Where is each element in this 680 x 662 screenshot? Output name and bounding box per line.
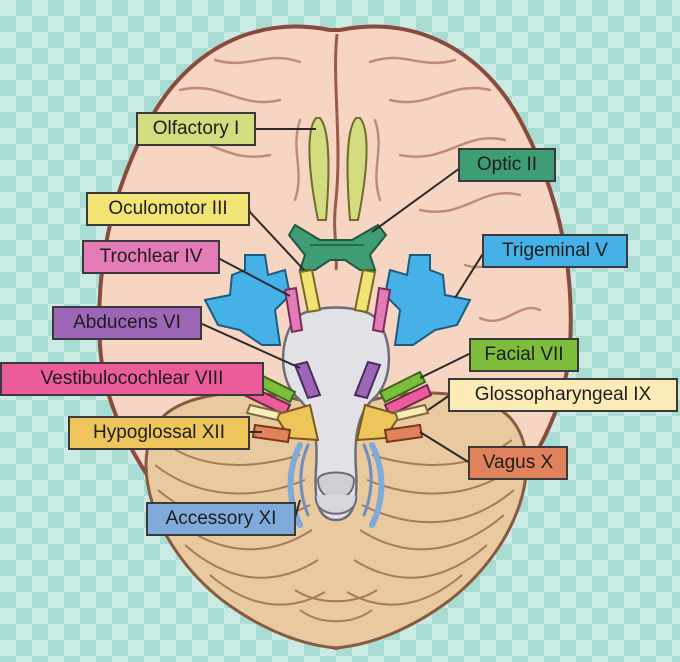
trigeminal-right (383, 254, 472, 346)
oculomotor-left (298, 268, 322, 314)
accessory-left-inner (299, 443, 310, 517)
trigeminal-left (203, 254, 292, 346)
accessory-right-inner (362, 443, 373, 517)
oculomotor-right (353, 268, 377, 314)
label-accessory: Accessory XI (146, 502, 296, 536)
label-hypoglossal: Hypoglossal XII (68, 416, 250, 450)
medulla-oval (316, 471, 356, 500)
olfactory-bulb-left (308, 117, 330, 221)
olfactory-bulb-right (346, 117, 368, 221)
glossopharyngeal-right (393, 403, 430, 422)
leader-lines (199, 128, 485, 519)
label-trochlear: Trochlear IV (82, 240, 220, 274)
abducens-right (353, 360, 382, 400)
accessory-right (369, 442, 385, 528)
trochlear-left (283, 286, 304, 334)
label-oculomotor: Oculomotor III (86, 192, 250, 226)
glossopharyngeal-left (245, 403, 282, 422)
optic-chiasm (287, 223, 388, 271)
spinal-cord-cut (314, 494, 358, 515)
label-glossopharyngeal: Glossopharyngeal IX (448, 378, 678, 412)
label-vagus: Vagus X (468, 446, 568, 480)
accessory-left (287, 442, 303, 528)
trochlear-right (371, 286, 392, 334)
label-optic: Optic II (458, 148, 556, 182)
label-trigeminal: Trigeminal V (482, 234, 628, 268)
label-olfactory: Olfactory I (136, 112, 256, 146)
label-facial: Facial VII (469, 338, 579, 372)
label-vestibulocochlear: Vestibulocochlear VIII (0, 362, 264, 396)
facial-right (378, 370, 427, 404)
label-abducens: Abducens VI (52, 306, 202, 340)
abducens-left (293, 360, 322, 400)
